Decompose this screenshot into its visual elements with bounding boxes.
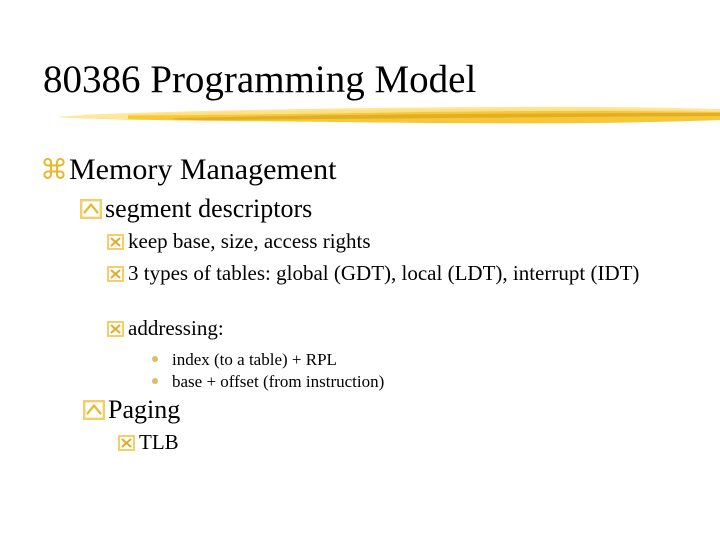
x-box-bullet-icon bbox=[107, 234, 124, 250]
bullet-text: addressing: bbox=[128, 316, 224, 340]
bullet-item-addressing: addressing: bbox=[107, 315, 224, 342]
caret-box-bullet-icon bbox=[83, 400, 105, 420]
bullet-text: 3 types of tables: global (GDT), local (… bbox=[128, 261, 640, 285]
slide-title: 80386 Programming Model bbox=[43, 58, 477, 101]
bullet-item-keep-base: keep base, size, access rights bbox=[107, 228, 371, 255]
bullet-text: base + offset (from instruction) bbox=[172, 372, 385, 391]
bullet-item-base-offset: base + offset (from instruction) bbox=[152, 371, 384, 392]
title-underline-brush bbox=[58, 106, 720, 124]
x-box-bullet-icon bbox=[118, 435, 135, 451]
command-bullet-icon: ⌘ bbox=[40, 153, 68, 186]
bullet-item-index-rpl: index (to a table) + RPL bbox=[152, 349, 337, 370]
x-box-bullet-icon bbox=[107, 266, 124, 282]
bullet-text: keep base, size, access rights bbox=[128, 229, 371, 253]
dot-bullet-icon bbox=[152, 378, 158, 384]
bullet-item-table-types: 3 types of tables: global (GDT), local (… bbox=[0, 260, 672, 287]
bullet-text: Paging bbox=[108, 395, 181, 424]
dot-bullet-icon bbox=[152, 356, 158, 362]
bullet-text: TLB bbox=[139, 430, 179, 454]
bullet-item-segment-descriptors: segment descriptors bbox=[80, 193, 312, 224]
x-box-bullet-icon bbox=[107, 321, 124, 337]
bullet-text: index (to a table) + RPL bbox=[172, 350, 337, 369]
bullet-text: Memory Management bbox=[69, 153, 337, 186]
bullet-item-tlb: TLB bbox=[118, 429, 179, 456]
bullet-text: segment descriptors bbox=[105, 194, 313, 223]
bullet-item-memory-management: ⌘Memory Management bbox=[40, 152, 336, 188]
bullet-item-paging: Paging bbox=[83, 394, 180, 425]
caret-box-bullet-icon bbox=[80, 199, 102, 219]
